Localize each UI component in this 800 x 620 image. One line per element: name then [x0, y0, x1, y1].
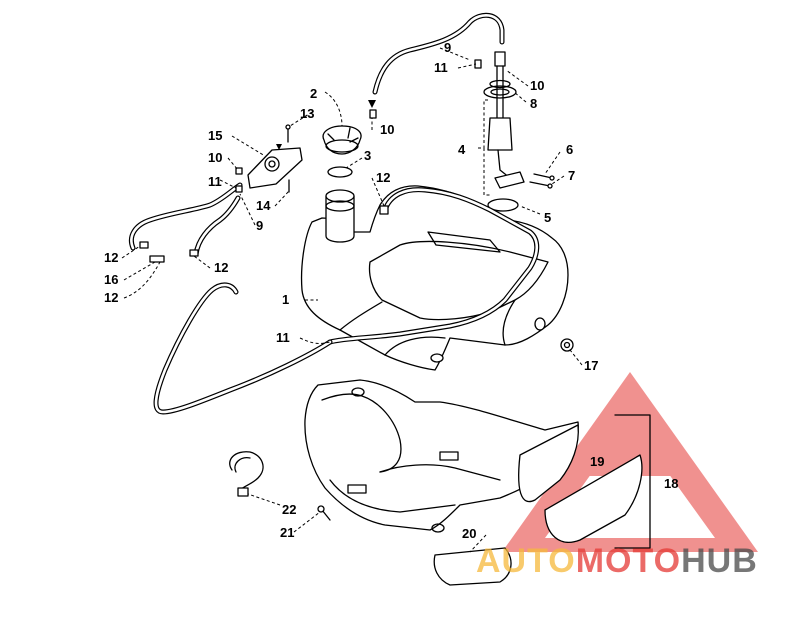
callout-20: 20	[462, 526, 476, 541]
clamp-12-bottom	[189, 249, 199, 257]
callout-2: 2	[310, 86, 317, 101]
tank-side-boss	[534, 317, 546, 331]
shroud-tab-upper	[439, 451, 459, 461]
watermark-text-moto: MOTO	[576, 542, 681, 580]
pump-connector	[494, 51, 506, 67]
svg-text:AUTOMOTOHUB: AUTOMOTOHUB	[476, 542, 758, 580]
bolt-21	[317, 505, 331, 521]
screw-7	[529, 181, 551, 187]
callout-17: 17	[584, 358, 598, 373]
vent-hose-upper	[372, 12, 505, 95]
callout-21: 21	[280, 525, 294, 540]
clamp-12-left	[139, 241, 149, 249]
callout-13: 13	[300, 106, 314, 121]
callout-12-tank: 12	[376, 170, 390, 185]
callout-bracket-18	[614, 414, 651, 549]
pump-o-ring	[489, 79, 511, 89]
callout-18: 18	[664, 476, 678, 491]
callout-10-valve: 10	[208, 150, 222, 165]
lower-return-hose	[153, 282, 333, 415]
spring-clamp	[229, 451, 264, 497]
grommet	[560, 338, 574, 352]
valve-arrow	[276, 144, 282, 150]
fuel-cap	[322, 125, 362, 155]
callout-12-left-bottom: 12	[104, 290, 118, 305]
filler-neck-rim	[325, 189, 355, 203]
tank-shroud	[304, 379, 579, 533]
tank-ridge	[339, 301, 383, 331]
callout-1: 1	[282, 292, 289, 307]
shroud-tab-lower	[347, 484, 367, 494]
pump-strainer	[494, 171, 525, 189]
pump-flange-ring	[490, 88, 510, 96]
clamp-12-tank	[379, 205, 389, 215]
tank-right-lobe	[502, 299, 516, 346]
shroud-inner-edge	[321, 393, 402, 473]
side-panel-18	[544, 454, 643, 543]
pump-stem	[496, 65, 504, 121]
fuel-cap-base	[325, 139, 359, 153]
clamp-10-valve	[235, 167, 243, 175]
callout-6: 6	[566, 142, 573, 157]
shroud-hole-left	[351, 387, 365, 397]
callout-10-vent: 10	[380, 122, 394, 137]
callout-10-pump: 10	[530, 78, 544, 93]
screw-6	[533, 173, 553, 179]
tank-drain-boss	[430, 353, 444, 363]
callout-9-pump: 9	[444, 40, 451, 55]
shroud-seat-recess	[379, 464, 501, 481]
fitting-16	[149, 255, 165, 263]
callout-11-tank: 11	[276, 330, 290, 345]
vent-arrow	[368, 100, 376, 108]
callout-16: 16	[104, 272, 118, 287]
pump-flange	[483, 85, 517, 99]
pump-screws	[529, 173, 555, 189]
filler-neck	[325, 195, 355, 243]
watermark-inner-triangle	[586, 402, 690, 476]
shroud-hole-bottom	[431, 523, 445, 533]
pump-float-arm	[497, 149, 511, 179]
callout-12-lower: 12	[214, 260, 228, 275]
leader-lines	[121, 47, 583, 553]
callout-22: 22	[282, 502, 296, 517]
filler-gasket	[327, 166, 353, 178]
hoses	[128, 12, 540, 415]
fuel-pump-assembly	[483, 51, 525, 189]
callout-8: 8	[530, 96, 537, 111]
watermark-text: AUTOMOTOHUB	[476, 542, 758, 580]
callout-12-left-top: 12	[104, 250, 118, 265]
shroud-lower-edge	[329, 479, 456, 513]
valve-bracket	[247, 100, 376, 193]
callout-19: 19	[590, 454, 604, 469]
callout-5: 5	[544, 210, 551, 225]
filler-neck-ring	[325, 200, 355, 212]
callout-14: 14	[256, 198, 271, 213]
tank-lower-lobe	[384, 336, 446, 356]
callout-4: 4	[458, 142, 466, 157]
callout-labels: 1 2 3 4 5 6 7 8 9 9 10 10 10 11 11 11 12…	[104, 40, 678, 541]
callout-15: 15	[208, 128, 222, 143]
watermark-text-auto: AUTO	[476, 542, 576, 580]
valve-body	[264, 156, 280, 172]
side-panel-19	[518, 424, 579, 503]
callout-11-valve: 11	[208, 174, 222, 189]
pump-body	[487, 117, 513, 151]
fuel-tank	[300, 185, 569, 371]
tank-top-window	[427, 231, 501, 253]
clamp-9-valve	[235, 185, 243, 193]
callout-11-pump: 11	[434, 60, 448, 75]
bottom-panel-20	[433, 547, 512, 586]
callout-7: 7	[568, 168, 575, 183]
hose-clamps	[139, 59, 482, 263]
callout-3: 3	[364, 148, 371, 163]
callout-9-valve: 9	[256, 218, 263, 233]
watermark-text-hub: HUB	[681, 542, 758, 580]
pump-gasket	[487, 198, 519, 212]
clamp-10-upper	[369, 109, 377, 119]
